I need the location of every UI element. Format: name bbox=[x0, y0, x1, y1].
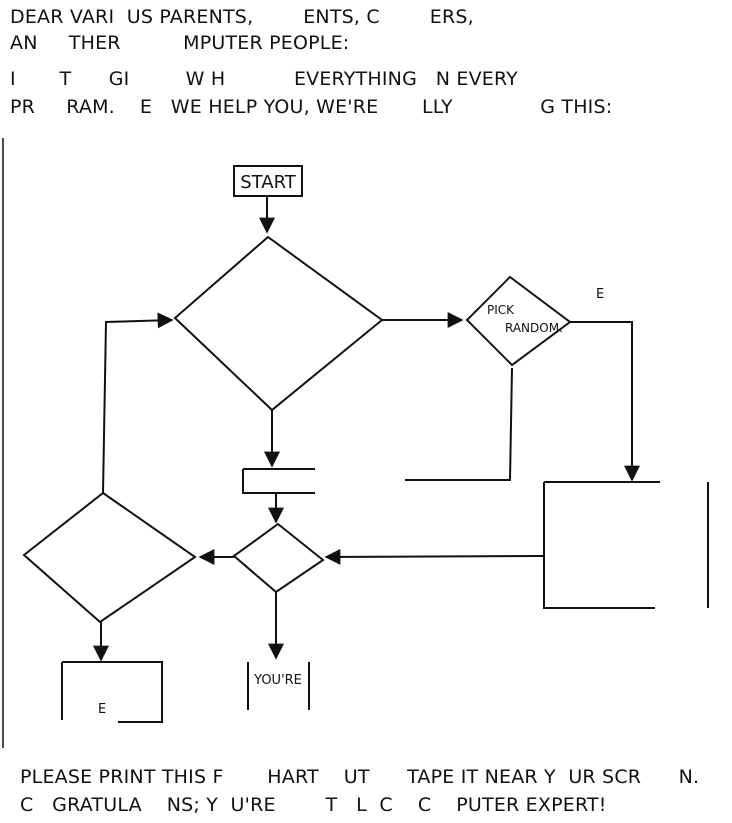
pick-random-label-1: PICK bbox=[487, 303, 515, 317]
box-youre-label: YOU'RE bbox=[253, 673, 302, 688]
decision-left bbox=[22, 491, 197, 624]
footer-line-2: C GRATULA NS; Y U'RE T L C C PUTER EXPER… bbox=[20, 794, 607, 816]
decision-main bbox=[173, 235, 384, 412]
decision-center bbox=[232, 522, 325, 594]
box-youre bbox=[247, 662, 310, 710]
intro-line-2: AN THER MPUTER PEOPLE: bbox=[10, 32, 350, 54]
intro-line-3: I T GI W H EVERYTHING N EVERY bbox=[10, 68, 518, 90]
box-right bbox=[543, 481, 709, 609]
pick-random-label-2: RANDOM. bbox=[505, 321, 563, 335]
footer-line-1: PLEASE PRINT THIS F HART UT TAPE IT NEAR… bbox=[20, 766, 700, 788]
intro-line-1: DEAR VARI US PARENTS, ENTS, C ERS, bbox=[10, 6, 474, 28]
box-bottom-left-label: E bbox=[98, 702, 106, 717]
start-label: START bbox=[240, 172, 297, 193]
start-box bbox=[233, 165, 303, 197]
pick-right-label: E bbox=[596, 287, 604, 302]
decision-pick-random bbox=[465, 275, 572, 367]
box-middle bbox=[242, 468, 315, 494]
intro-line-4: PR RAM. E WE HELP YOU, WE'RE LLY G THIS: bbox=[10, 96, 613, 118]
box-bottom-left bbox=[61, 661, 163, 723]
